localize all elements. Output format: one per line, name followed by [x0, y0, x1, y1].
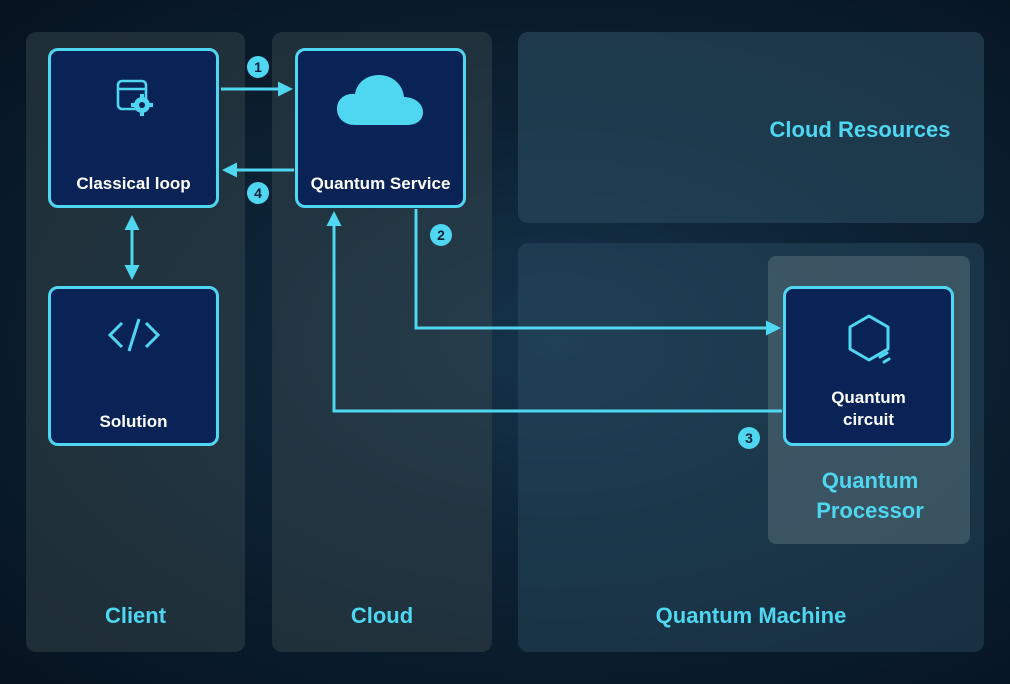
cloud-icon: [333, 73, 429, 134]
hexagon-icon: [841, 311, 897, 372]
cloud-resources-label: Cloud Resources: [769, 117, 951, 142]
client-label: Client: [104, 603, 167, 628]
solution-label: Solution: [99, 412, 168, 431]
step-badge-3: 3: [738, 427, 760, 449]
step-badge-2: 2: [430, 224, 452, 246]
quantum-circuit-label: Quantum circuit: [831, 388, 906, 429]
classical-loop-node[interactable]: Classical loop: [48, 48, 219, 208]
quantum-machine-label: Quantum Machine: [655, 603, 847, 628]
cloud-resources-panel: [518, 32, 984, 223]
classical-loop-label: Classical loop: [76, 174, 191, 193]
step-badge-4: 4: [247, 182, 269, 204]
quantum-service-label: Quantum Service: [310, 174, 451, 193]
quantum-service-node[interactable]: Quantum Service: [295, 48, 466, 208]
arrow-step-3: [326, 211, 782, 413]
cloud-label: Cloud: [350, 603, 414, 628]
solution-node[interactable]: Solution: [48, 286, 219, 446]
quantum-processor-label: Quantum Processor: [816, 468, 924, 523]
arrow-step-2: [414, 209, 781, 336]
step-badge-1: 1: [247, 56, 269, 78]
window-gear-icon: [110, 73, 158, 126]
quantum-circuit-node[interactable]: Quantum circuit: [783, 286, 954, 446]
code-icon: [104, 311, 164, 364]
